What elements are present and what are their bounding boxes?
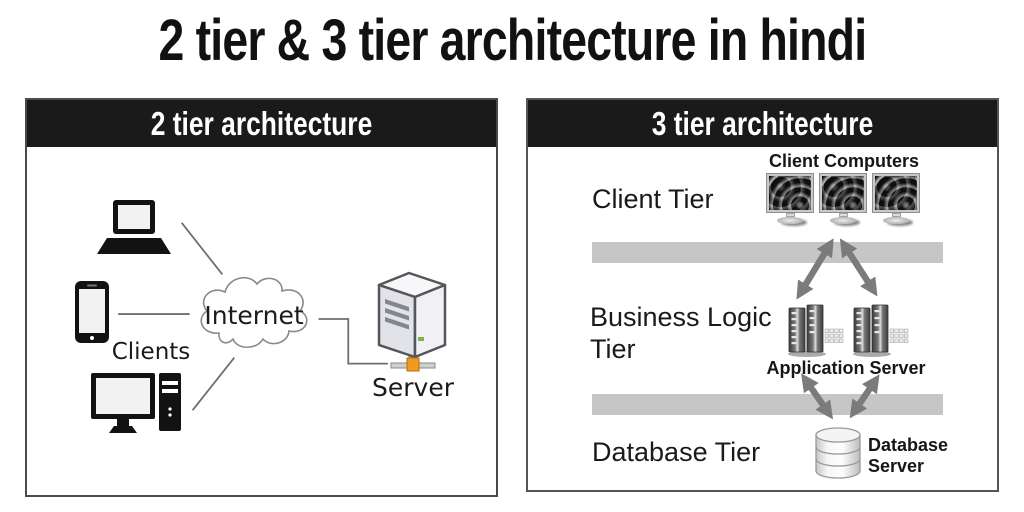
three-tier-header-text: 3 tier architecture xyxy=(651,104,874,142)
two-tier-header: 2 tier architecture xyxy=(27,100,496,147)
application-server-icon xyxy=(787,303,844,358)
page-title: 2 tier & 3 tier architecture in hindi xyxy=(0,4,1024,78)
monitor-screen xyxy=(873,174,919,212)
database-server-label: Database Server xyxy=(868,435,949,476)
page-title-text: 2 tier & 3 tier architecture in hindi xyxy=(158,8,867,73)
client-tier-label: Client Tier xyxy=(592,184,714,214)
internet-cloud: Internet xyxy=(189,271,319,359)
monitor-stand xyxy=(891,213,901,217)
smartphone-icon xyxy=(75,281,109,343)
client-monitor-icon xyxy=(820,174,866,224)
three-tier-header: 3 tier architecture xyxy=(528,100,997,147)
monitor-stand xyxy=(838,213,848,217)
desktop-computer-icon xyxy=(91,373,183,433)
application-server-icon xyxy=(852,303,909,358)
monitor-base xyxy=(830,217,856,224)
monitor-stand xyxy=(785,213,795,217)
application-server-label: Application Server xyxy=(766,358,926,378)
monitor-base xyxy=(883,217,909,224)
server-label: Server xyxy=(372,373,454,402)
internet-label: Internet xyxy=(204,301,304,330)
client-monitor-icon xyxy=(873,174,919,224)
server-icon xyxy=(375,255,449,373)
client-monitor-icon xyxy=(767,174,813,224)
two-tier-header-text: 2 tier architecture xyxy=(150,104,373,142)
three-tier-panel: 3 tier architecture Client Tier Client C… xyxy=(526,98,999,492)
clients-label: Clients xyxy=(111,339,191,365)
monitor-base xyxy=(777,217,803,224)
tier-divider-bar xyxy=(592,394,943,415)
client-computers-label: Client Computers xyxy=(768,151,919,171)
business-logic-tier-label: Business Logic Tier xyxy=(590,302,772,364)
two-tier-diagram: Clients Internet xyxy=(27,147,496,495)
cloud-icon xyxy=(200,276,308,349)
monitor-screen xyxy=(767,174,813,212)
database-icon xyxy=(814,426,862,480)
connection-lines xyxy=(118,222,388,411)
monitor-screen xyxy=(820,174,866,212)
two-tier-panel: 2 tier architecture xyxy=(25,98,498,497)
database-tier-label: Database Tier xyxy=(592,437,761,467)
tier-divider-bar xyxy=(592,242,943,263)
three-tier-diagram: Client Tier Client Computers Business Lo… xyxy=(528,147,997,490)
laptop-icon xyxy=(97,200,171,262)
